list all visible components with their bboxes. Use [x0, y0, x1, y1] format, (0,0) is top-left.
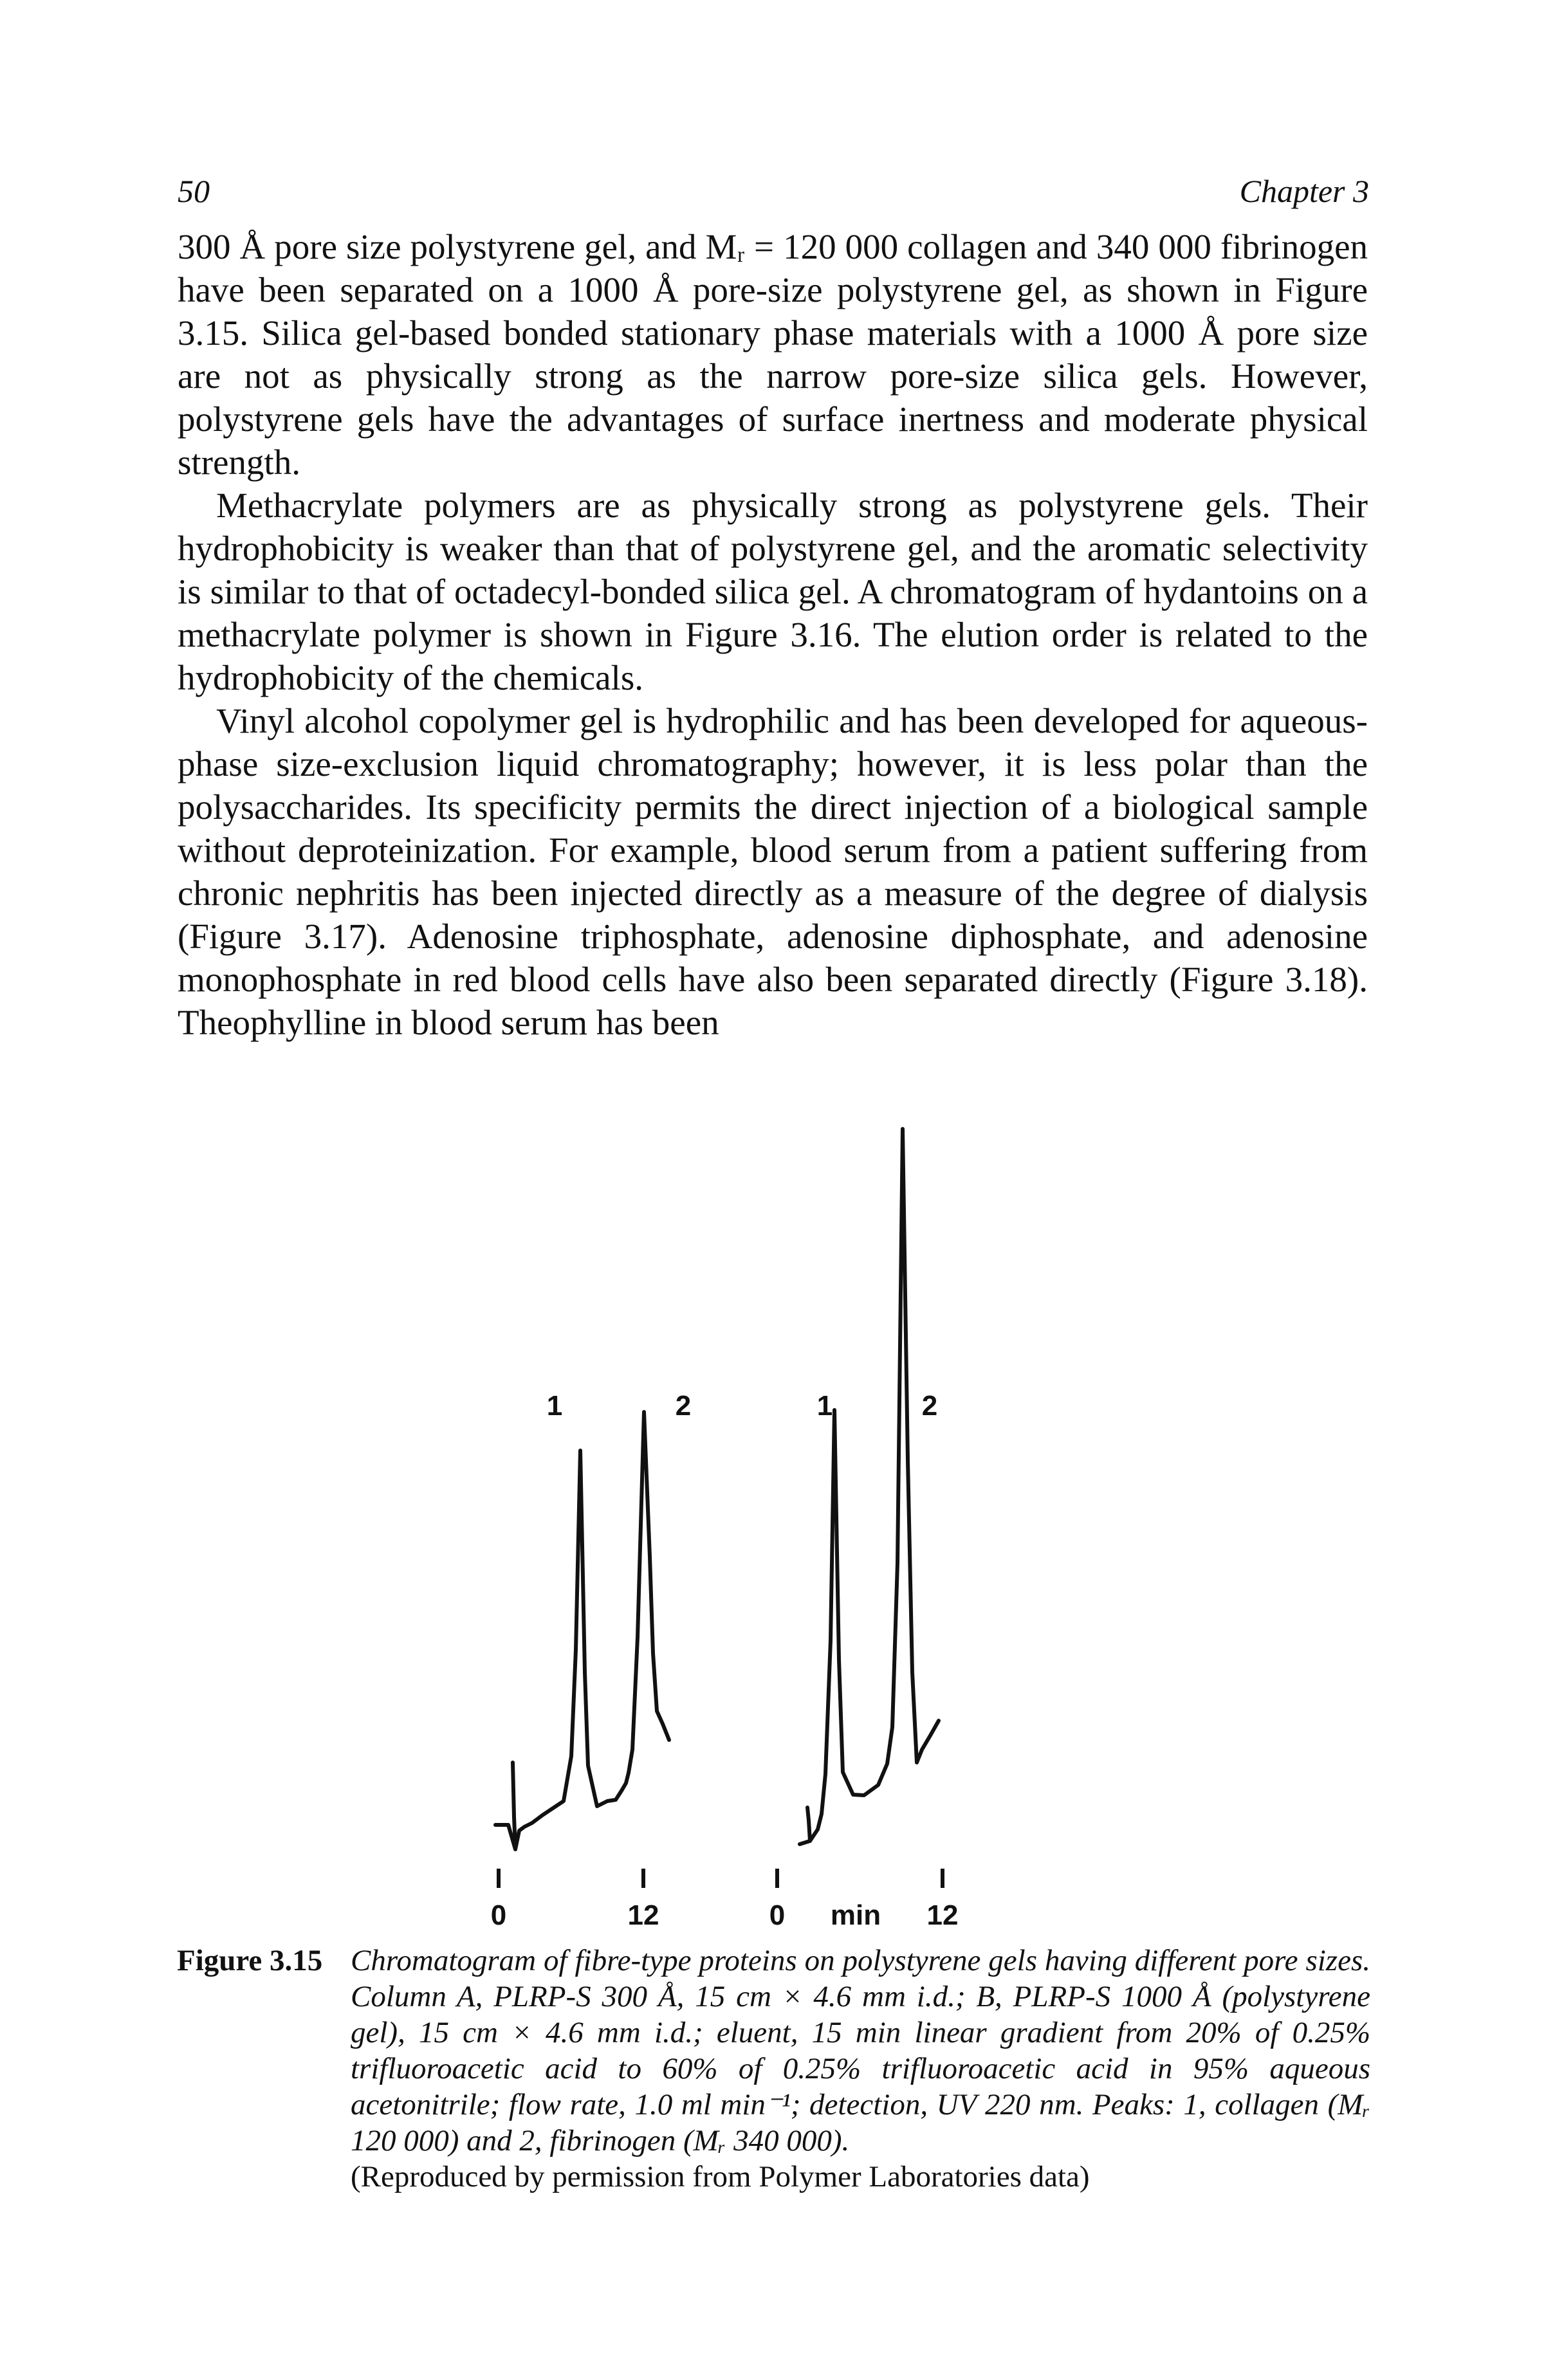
paragraph-2: Methacrylate polymers are as physically …: [178, 486, 1368, 697]
peak-label-a-2: 2: [676, 1390, 691, 1422]
axis-label-b-12: 12: [927, 1899, 959, 1931]
column-a-injection-spike: [511, 1761, 517, 1850]
axis-label-a-12: 12: [628, 1899, 659, 1931]
caption-reproduced: (Reproduced by permission from Polymer L…: [351, 2160, 1090, 2193]
chromatogram-trace-a: [493, 1410, 671, 1851]
caption-text: Chromatogram of fibre-type proteins on p…: [351, 1944, 1370, 2157]
paragraph-1: 300 Å pore size polystyrene gel, and Mᵣ …: [178, 227, 1368, 482]
axis-label-a-0: 0: [491, 1899, 506, 1931]
column-b-injection-spike: [805, 1806, 812, 1843]
axis-label-min: min: [831, 1899, 881, 1931]
paragraph-3: Vinyl alcohol copolymer gel is hydrophil…: [178, 701, 1368, 1042]
page-number: 50: [178, 173, 210, 209]
peak-label-b-2: 2: [922, 1390, 937, 1422]
peak-label-a-1: 1: [547, 1390, 562, 1422]
chromatogram-figure: 1 2 1 2 0 12 0 min 12: [466, 1113, 1045, 1943]
caption-body: Chromatogram of fibre-type proteins on p…: [351, 1943, 1370, 2195]
peak-label-b-1: 1: [817, 1390, 833, 1422]
body-text: 300 Å pore size polystyrene gel, and Mᵣ …: [178, 225, 1368, 1044]
caption-label: Figure 3.15: [177, 1944, 323, 1977]
running-head: Chapter 3: [1239, 173, 1369, 209]
axis-label-b-0: 0: [769, 1899, 785, 1931]
chromatogram-svg: 1 2 1 2 0 12 0 min 12: [491, 1127, 959, 1931]
chromatogram-trace-b: [798, 1127, 941, 1846]
